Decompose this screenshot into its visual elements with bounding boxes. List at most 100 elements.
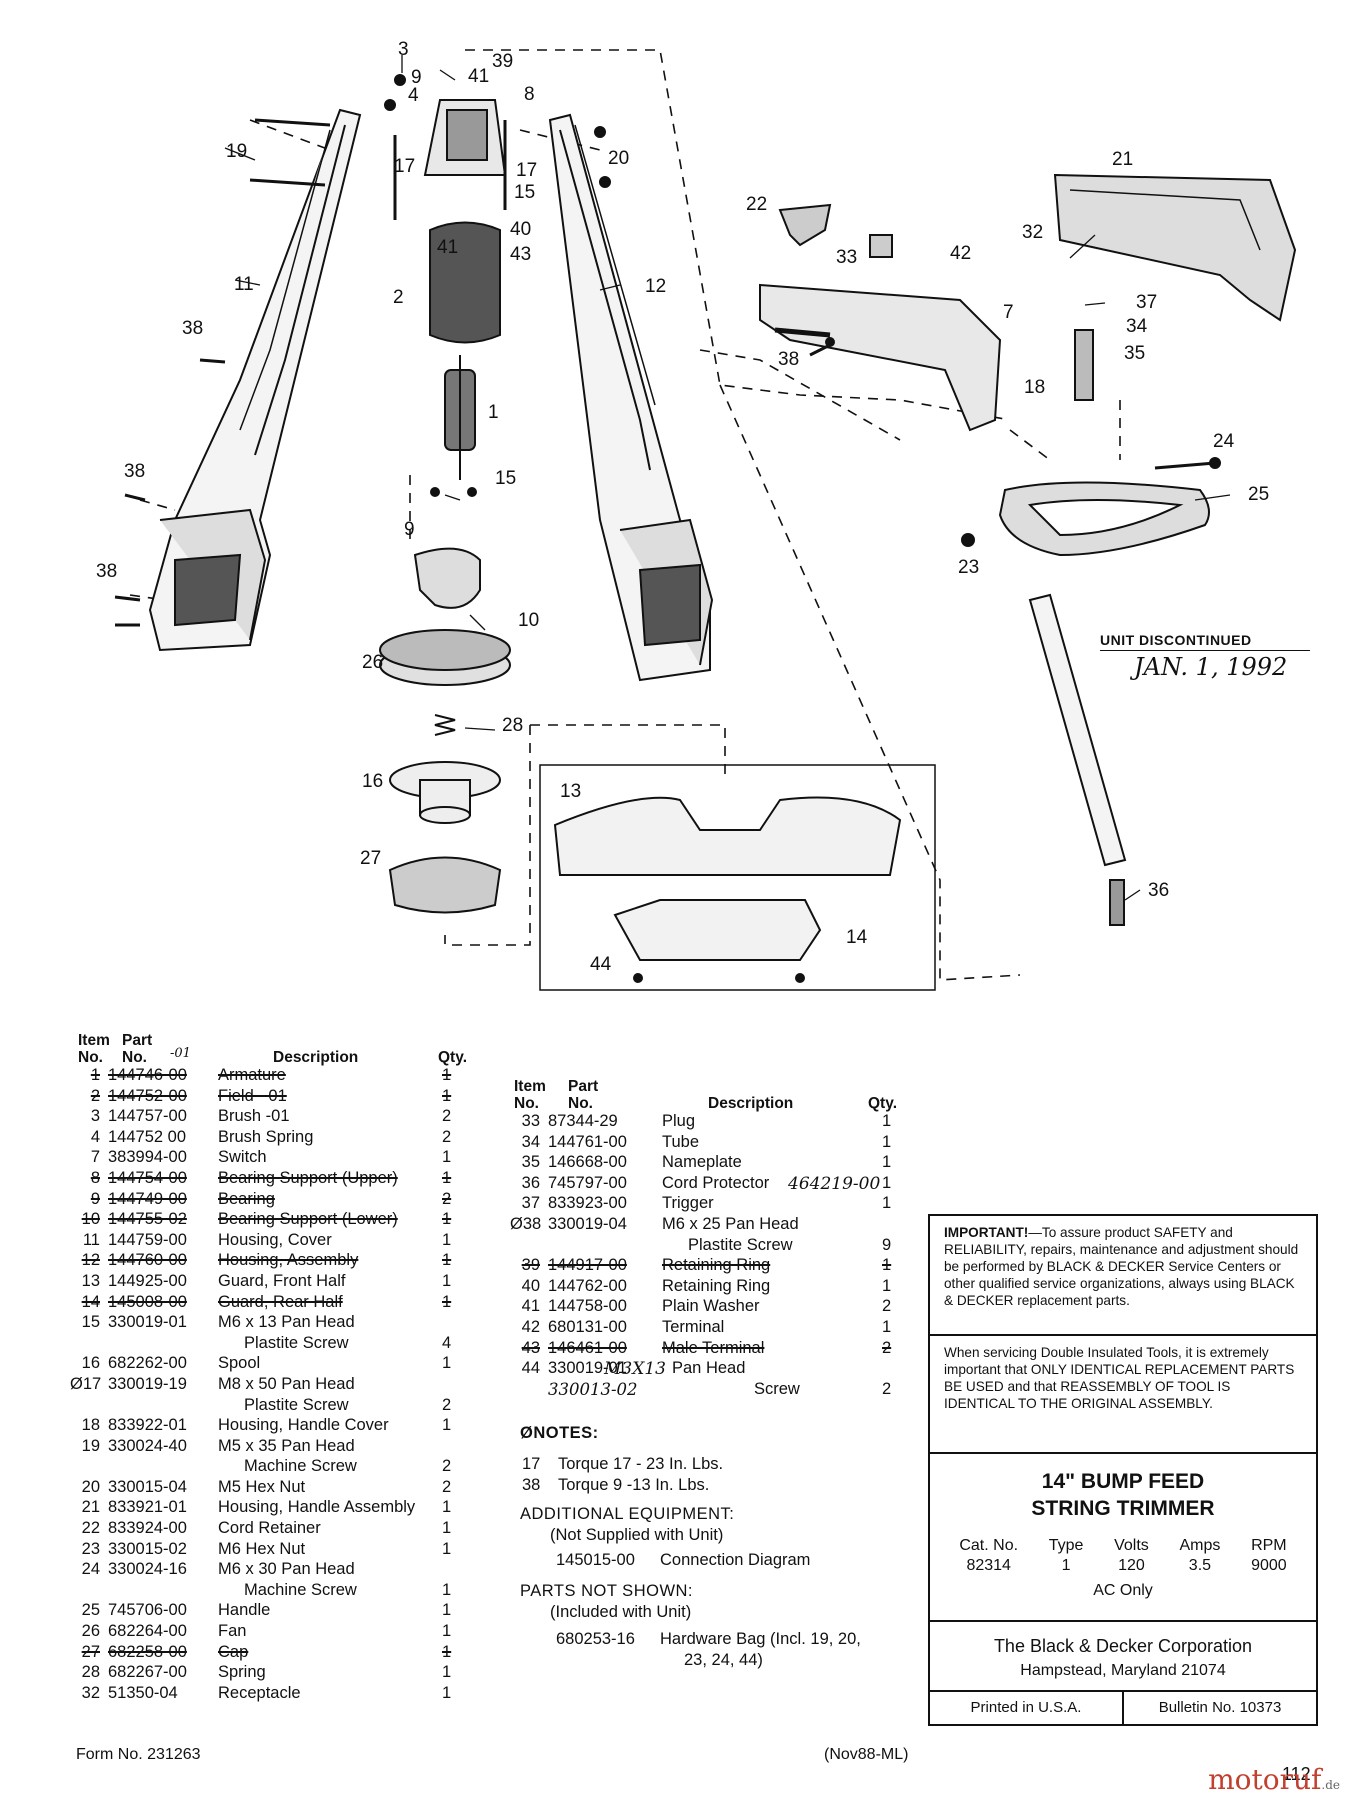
callout-label: 18 [1024, 377, 1045, 398]
row-item-no: 44 [521, 1359, 540, 1378]
row-item-no: 33 [521, 1112, 540, 1130]
callout-label: 38 [96, 561, 117, 582]
header-description: Description [708, 1095, 794, 1112]
product-block: 14" BUMP FEED STRING TRIMMER Cat. No.823… [930, 1454, 1316, 1622]
header-qty: Qty. [438, 1049, 467, 1066]
row-description: Trigger [662, 1194, 714, 1213]
row-description: Armature [218, 1066, 286, 1084]
row-part-no: 144752-00 [108, 1086, 187, 1105]
row-item-no: 18 [81, 1416, 100, 1435]
row-part-no: 144749-00 [108, 1189, 187, 1208]
row-item-no: 16 [81, 1354, 100, 1373]
row-qty: 1 [442, 1354, 452, 1373]
callout-label: 9 [411, 67, 422, 88]
row-qty: 1 [882, 1194, 892, 1213]
callout-label: 16 [362, 771, 383, 792]
callout-label: 38 [778, 349, 799, 370]
exploded-parts-diagram: 1234789910111213141515161717181920212223… [96, 39, 1297, 991]
handle-housing-assembly [1053, 173, 1297, 322]
row-description: M6 x 13 Pan Head [218, 1313, 355, 1332]
header-part: Part No. [122, 1032, 153, 1066]
callout-label: 36 [1148, 880, 1169, 901]
tube-upper [1074, 329, 1094, 401]
row-qty: 1 [882, 1112, 892, 1130]
double-insulated-notice: When servicing Double Insulated Tools, i… [930, 1336, 1316, 1454]
row-part-no: 146461-00 [548, 1338, 627, 1357]
row-part-no: 833921-01 [108, 1498, 187, 1517]
row-item-no: Ø17 [70, 1374, 102, 1393]
row-item-no: 21 [81, 1498, 100, 1517]
row-qty: 1 [442, 1498, 452, 1517]
row-qty: 1 [882, 1256, 892, 1275]
row-item-no: 14 [81, 1292, 100, 1311]
row-description: Terminal [662, 1317, 725, 1336]
row-item-no: 2 [90, 1086, 100, 1105]
callout-label: 38 [182, 318, 203, 339]
row-description: Handle [218, 1601, 271, 1620]
row-description: Brush Spring [218, 1127, 314, 1146]
row-qty: 2 [442, 1457, 452, 1476]
row-qty: 1 [442, 1148, 452, 1167]
row-item-no: Ø38 [510, 1214, 542, 1233]
info-box: IMPORTANT!—To assure product SAFETY and … [928, 1214, 1318, 1726]
row-qty: 1 [442, 1539, 452, 1558]
row-qty: 1 [882, 1153, 892, 1172]
armature [444, 355, 476, 480]
row-description: Plastite Screw [688, 1235, 793, 1254]
row-item-no: 23 [81, 1539, 100, 1558]
row-description: Plastite Screw [244, 1333, 349, 1352]
callout-label: 4 [408, 85, 419, 106]
callout-label: 14 [846, 927, 868, 948]
row-part-no: 833922-01 [108, 1416, 187, 1435]
row-qty: 1 [442, 1168, 452, 1187]
row-part-no: 330019-01 [108, 1313, 187, 1332]
discontinued-date: JAN. 1, 1992 [1134, 653, 1288, 681]
row-item-no: 12 [81, 1251, 100, 1270]
important-notice: IMPORTANT!—To assure product SAFETY and … [930, 1216, 1316, 1336]
row-item-no: 43 [521, 1338, 540, 1357]
bearing-support-lower [413, 547, 481, 609]
fan [379, 629, 511, 686]
callout-label: 40 [510, 219, 531, 240]
row-qty: 1 [442, 1271, 452, 1290]
parts-not-shown-title: PARTS NOT SHOWN: [520, 1582, 694, 1600]
additional-equipment-item: 145015-00 Connection Diagram [556, 1551, 811, 1569]
row-qty: 1 [442, 1416, 452, 1435]
row-description: Pan Head [672, 1359, 746, 1378]
row-part-no: 146668-00 [548, 1153, 627, 1172]
row-qty: 2 [882, 1379, 892, 1398]
row-part-no: 383994-00 [108, 1148, 187, 1167]
additional-equipment-title: ADDITIONAL EQUIPMENT: [520, 1505, 735, 1523]
row-qty: 2 [442, 1477, 452, 1496]
important-label: IMPORTANT! [944, 1225, 1029, 1240]
cord-retainer [778, 203, 832, 247]
row-part-no: 330024-40 [108, 1436, 187, 1455]
product-title-line2: STRING TRIMMER [1031, 1497, 1215, 1520]
corp-address: Hampstead, Maryland 21074 [1020, 1662, 1226, 1679]
row-description: M5 Hex Nut [218, 1477, 306, 1496]
row-item-no: 25 [81, 1601, 100, 1620]
callout-label: 25 [1248, 484, 1269, 505]
row-qty: 1 [442, 1210, 452, 1229]
housing-cover-left [148, 108, 362, 652]
row-description: M6 x 30 Pan Head [218, 1560, 355, 1579]
row-part-no: 682267-00 [108, 1663, 187, 1682]
row-item-no: 24 [81, 1560, 100, 1579]
row-description: Cord Retainer [218, 1519, 321, 1538]
